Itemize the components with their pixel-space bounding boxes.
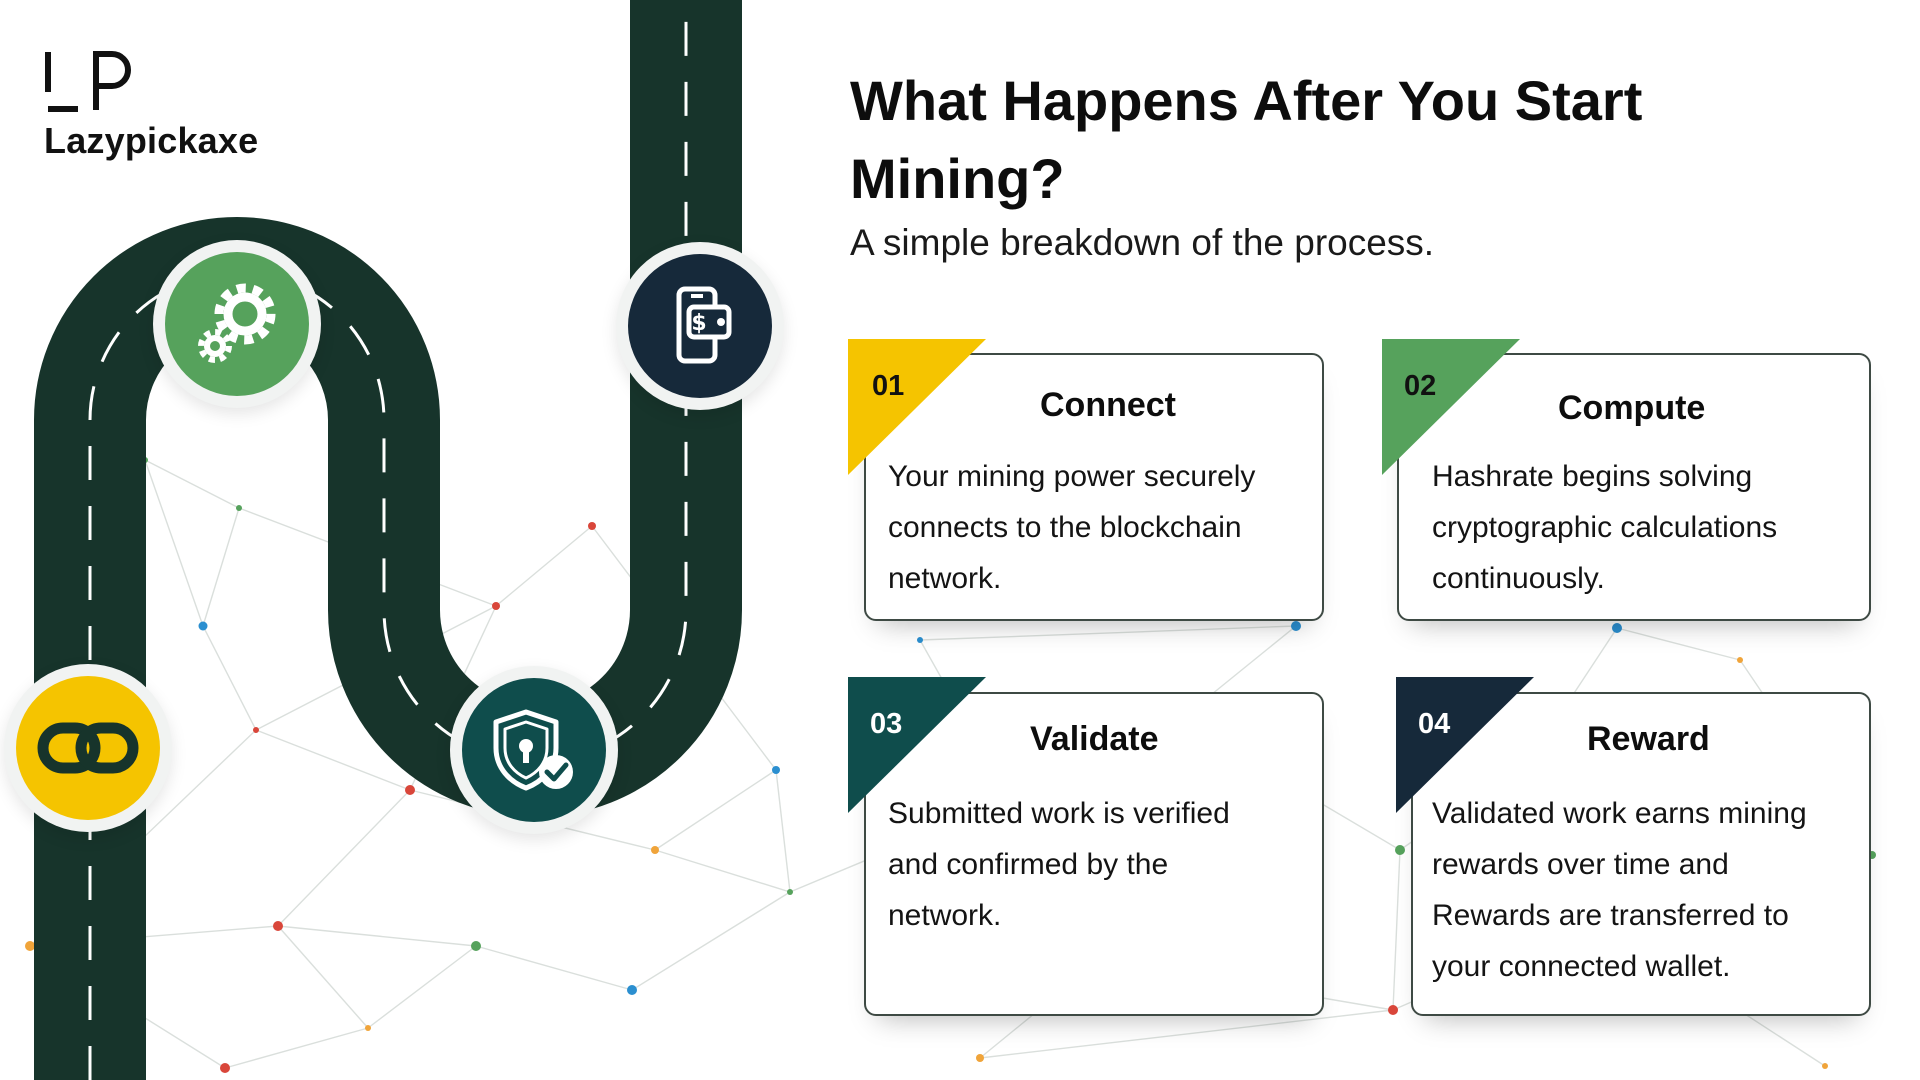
step-title: Compute (1558, 389, 1706, 427)
badge-wallet-phone-fill: $ (628, 254, 772, 398)
step-number: 04 (1418, 708, 1451, 740)
step-card-corner (1382, 339, 1522, 477)
network-node (1388, 1005, 1398, 1015)
network-node (651, 846, 659, 854)
wallet-phone-icon: $ (676, 286, 732, 364)
network-link (631, 891, 791, 991)
step-description-line: and confirmed by the (888, 848, 1169, 881)
network-node (471, 941, 481, 951)
step-title: Validate (1030, 720, 1159, 758)
network-node (253, 727, 259, 733)
brand-logo[interactable]: Lazypickaxe (44, 50, 258, 162)
network-link (919, 625, 1297, 641)
step-number: 03 (870, 708, 903, 740)
badge-shield (450, 666, 618, 834)
network-node (236, 505, 242, 511)
network-node (976, 1054, 984, 1062)
step-card-4 (1411, 692, 1871, 1016)
step-description-line: Your mining power securely (888, 460, 1256, 493)
badge-shield-fill (462, 678, 606, 822)
road-surface (33, 0, 742, 1080)
network-link (144, 459, 204, 627)
gears-icon (198, 283, 276, 363)
step-description-line: Rewards are transferred to (1432, 899, 1789, 932)
network-node (220, 1063, 230, 1073)
network-link (654, 849, 791, 893)
step-description-line: connects to the blockchain (888, 511, 1242, 544)
page-title: What Happens After You Start Mining? (850, 69, 1643, 210)
step-description-line: Hashrate begins solving (1432, 460, 1753, 493)
step-description: Validated work earns mining rewards over … (1432, 788, 1807, 992)
chain-link-icon (37, 722, 139, 774)
network-node (405, 785, 415, 795)
step-title: Reward (1587, 720, 1710, 758)
badge-gears-fill (165, 252, 309, 396)
step-description-line: cryptographic calculations (1432, 511, 1778, 544)
step-description-line: continuously. (1432, 562, 1605, 595)
step-description-line: Submitted work is verified (888, 797, 1230, 830)
step-description: Your mining power securely connects to th… (888, 451, 1255, 604)
network-node (588, 522, 596, 530)
network-node (365, 1025, 371, 1031)
network-link (979, 1009, 1394, 1059)
network-node (1822, 1063, 1828, 1069)
network-link (255, 729, 411, 791)
network-link (277, 789, 411, 927)
step-card-corner (1396, 677, 1536, 815)
network-link (144, 459, 240, 509)
network-node (273, 921, 283, 931)
brand-name: Lazypickaxe (44, 120, 259, 161)
network-node (1395, 845, 1405, 855)
network-node (917, 637, 923, 643)
network-node (627, 985, 637, 995)
shield-lock-check-icon (493, 709, 573, 791)
network-link (277, 925, 369, 1029)
network-node (492, 602, 500, 610)
network-link (654, 769, 777, 851)
network-link (202, 625, 257, 731)
network-link (277, 925, 477, 947)
network-link (202, 507, 240, 627)
step-number: 01 (872, 370, 905, 402)
network-link (224, 1027, 369, 1069)
network-node (1291, 621, 1301, 631)
step-description-line: Validated work earns mining (1432, 797, 1807, 830)
step-description-line: your connected wallet. (1432, 950, 1731, 983)
badge-gears (153, 240, 321, 408)
network-node (1612, 623, 1622, 633)
step-description: Submitted work is verified and confirmed … (888, 788, 1230, 941)
step-card-corner (848, 677, 988, 815)
badge-chain (4, 664, 172, 832)
winding-road (33, 0, 742, 1080)
network-node (787, 889, 793, 895)
step-description-line: network. (888, 899, 1002, 932)
page-subtitle: A simple breakdown of the process. (850, 222, 1435, 263)
badge-chain-fill (16, 676, 160, 820)
step-card-2 (1397, 353, 1871, 621)
step-card-corner (848, 339, 988, 477)
step-card-1 (864, 353, 1324, 621)
svg-text:$: $ (691, 311, 706, 336)
network-link (495, 525, 593, 607)
step-card-3 (864, 692, 1324, 1016)
network-link (367, 945, 477, 1029)
lp-logo-mark (45, 51, 131, 112)
step-title: Connect (1040, 386, 1176, 424)
network-link (475, 945, 633, 991)
badge-wallet-phone: $ (616, 242, 784, 410)
step-description-line: rewards over time and (1432, 848, 1729, 881)
network-link (1616, 627, 1741, 661)
step-description-line: network. (888, 562, 1002, 595)
step-description: Hashrate begins solving cryptographic cal… (1432, 451, 1777, 604)
network-link (775, 769, 791, 893)
network-node (1737, 657, 1743, 663)
network-link (1392, 849, 1401, 1011)
network-node (198, 621, 208, 631)
network-node (772, 766, 780, 774)
step-number: 02 (1404, 370, 1437, 402)
network-node (25, 941, 35, 951)
